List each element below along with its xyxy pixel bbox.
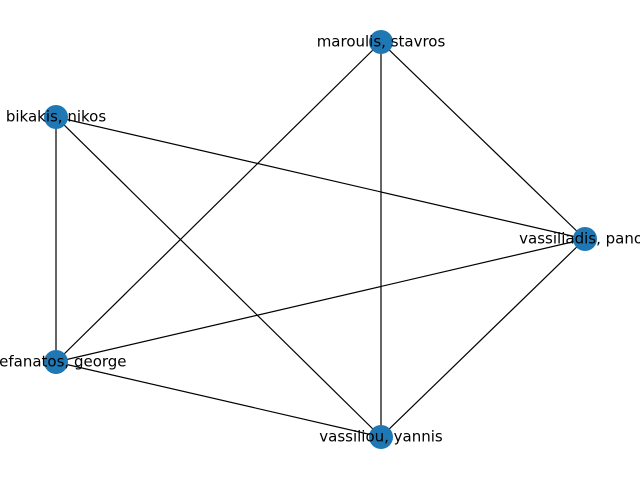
edge-vassiliadis-vassiliou bbox=[380, 238, 586, 438]
node-label-vassiliadis: vassiliadis, panos bbox=[519, 230, 640, 248]
node-label-bikakis: bikakis, nikos bbox=[6, 108, 107, 126]
node-vassiliadis bbox=[573, 227, 597, 251]
edge-maroulis-stefanatos bbox=[55, 41, 382, 363]
node-label-stefanatos: stefanatos, george bbox=[0, 353, 127, 371]
edge-maroulis-vassiliadis bbox=[380, 41, 586, 240]
edge-stefanatos-vassiliou bbox=[55, 361, 382, 438]
nodes-layer bbox=[44, 30, 597, 449]
node-bikakis bbox=[44, 105, 68, 129]
edge-bikakis-vassiliadis bbox=[55, 116, 586, 240]
edge-vassiliadis-stefanatos bbox=[55, 238, 586, 363]
labels-layer: maroulis, stavros bikakis, nikos vassiliad… bbox=[0, 33, 640, 446]
node-label-maroulis: maroulis, stavros bbox=[317, 33, 446, 51]
edges-layer bbox=[55, 41, 586, 438]
edge-bikakis-vassiliou bbox=[55, 116, 382, 438]
node-label-vassiliou: vassiliou, yannis bbox=[319, 428, 443, 446]
node-stefanatos bbox=[44, 350, 68, 374]
node-vassiliou bbox=[369, 425, 393, 449]
node-maroulis bbox=[369, 30, 393, 54]
